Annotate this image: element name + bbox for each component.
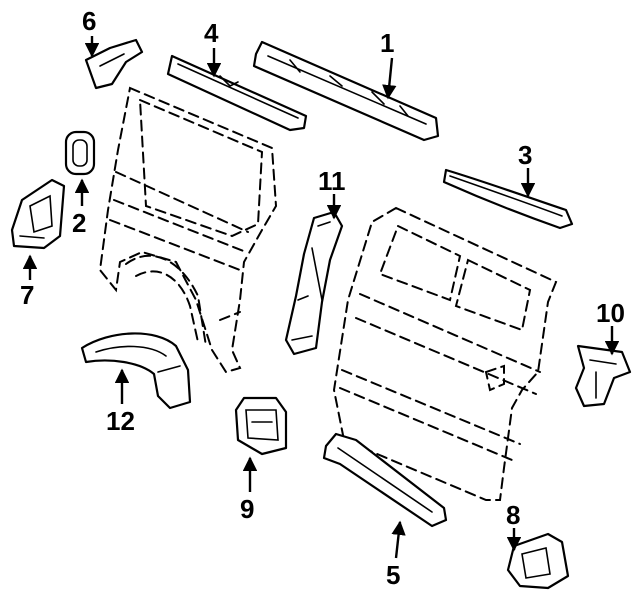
- callout-3: 3: [518, 140, 532, 170]
- callout-7: 7: [20, 280, 34, 310]
- part-8-lower-bracket: [506, 532, 570, 590]
- part-3-drip-rail: [442, 168, 574, 230]
- callout-10: 10: [596, 298, 625, 328]
- callout-6: 6: [82, 6, 96, 36]
- part-2-grommet: [64, 130, 96, 176]
- part-1-roof-rail: [252, 40, 440, 142]
- leader-1: [382, 57, 397, 100]
- callout-5: 5: [386, 560, 400, 590]
- callout-leaders: [22, 36, 620, 559]
- part-4-roof-rail: [166, 54, 308, 132]
- callout-2: 2: [72, 208, 86, 238]
- callout-labels: 1 2 3 4 5 6 7 8 9 10 11 12: [20, 6, 625, 590]
- part-12-wheelhouse: [80, 332, 192, 410]
- left-side-panel: [98, 86, 278, 374]
- part-7-corner-bracket: [10, 178, 66, 250]
- part-11-center-pillar: [284, 210, 344, 356]
- part-6-bracket: [84, 38, 144, 90]
- part-10-bracket: [574, 344, 632, 408]
- callout-12: 12: [106, 406, 135, 436]
- callout-8: 8: [506, 500, 520, 530]
- callout-11: 11: [318, 166, 346, 196]
- part-9-box-bracket: [234, 396, 288, 456]
- callout-4: 4: [204, 18, 219, 48]
- leader-5: [391, 520, 406, 559]
- callout-9: 9: [240, 494, 254, 524]
- callout-1: 1: [380, 28, 394, 58]
- right-side-panel: [332, 206, 558, 501]
- part-5-rocker-sill: [322, 432, 448, 528]
